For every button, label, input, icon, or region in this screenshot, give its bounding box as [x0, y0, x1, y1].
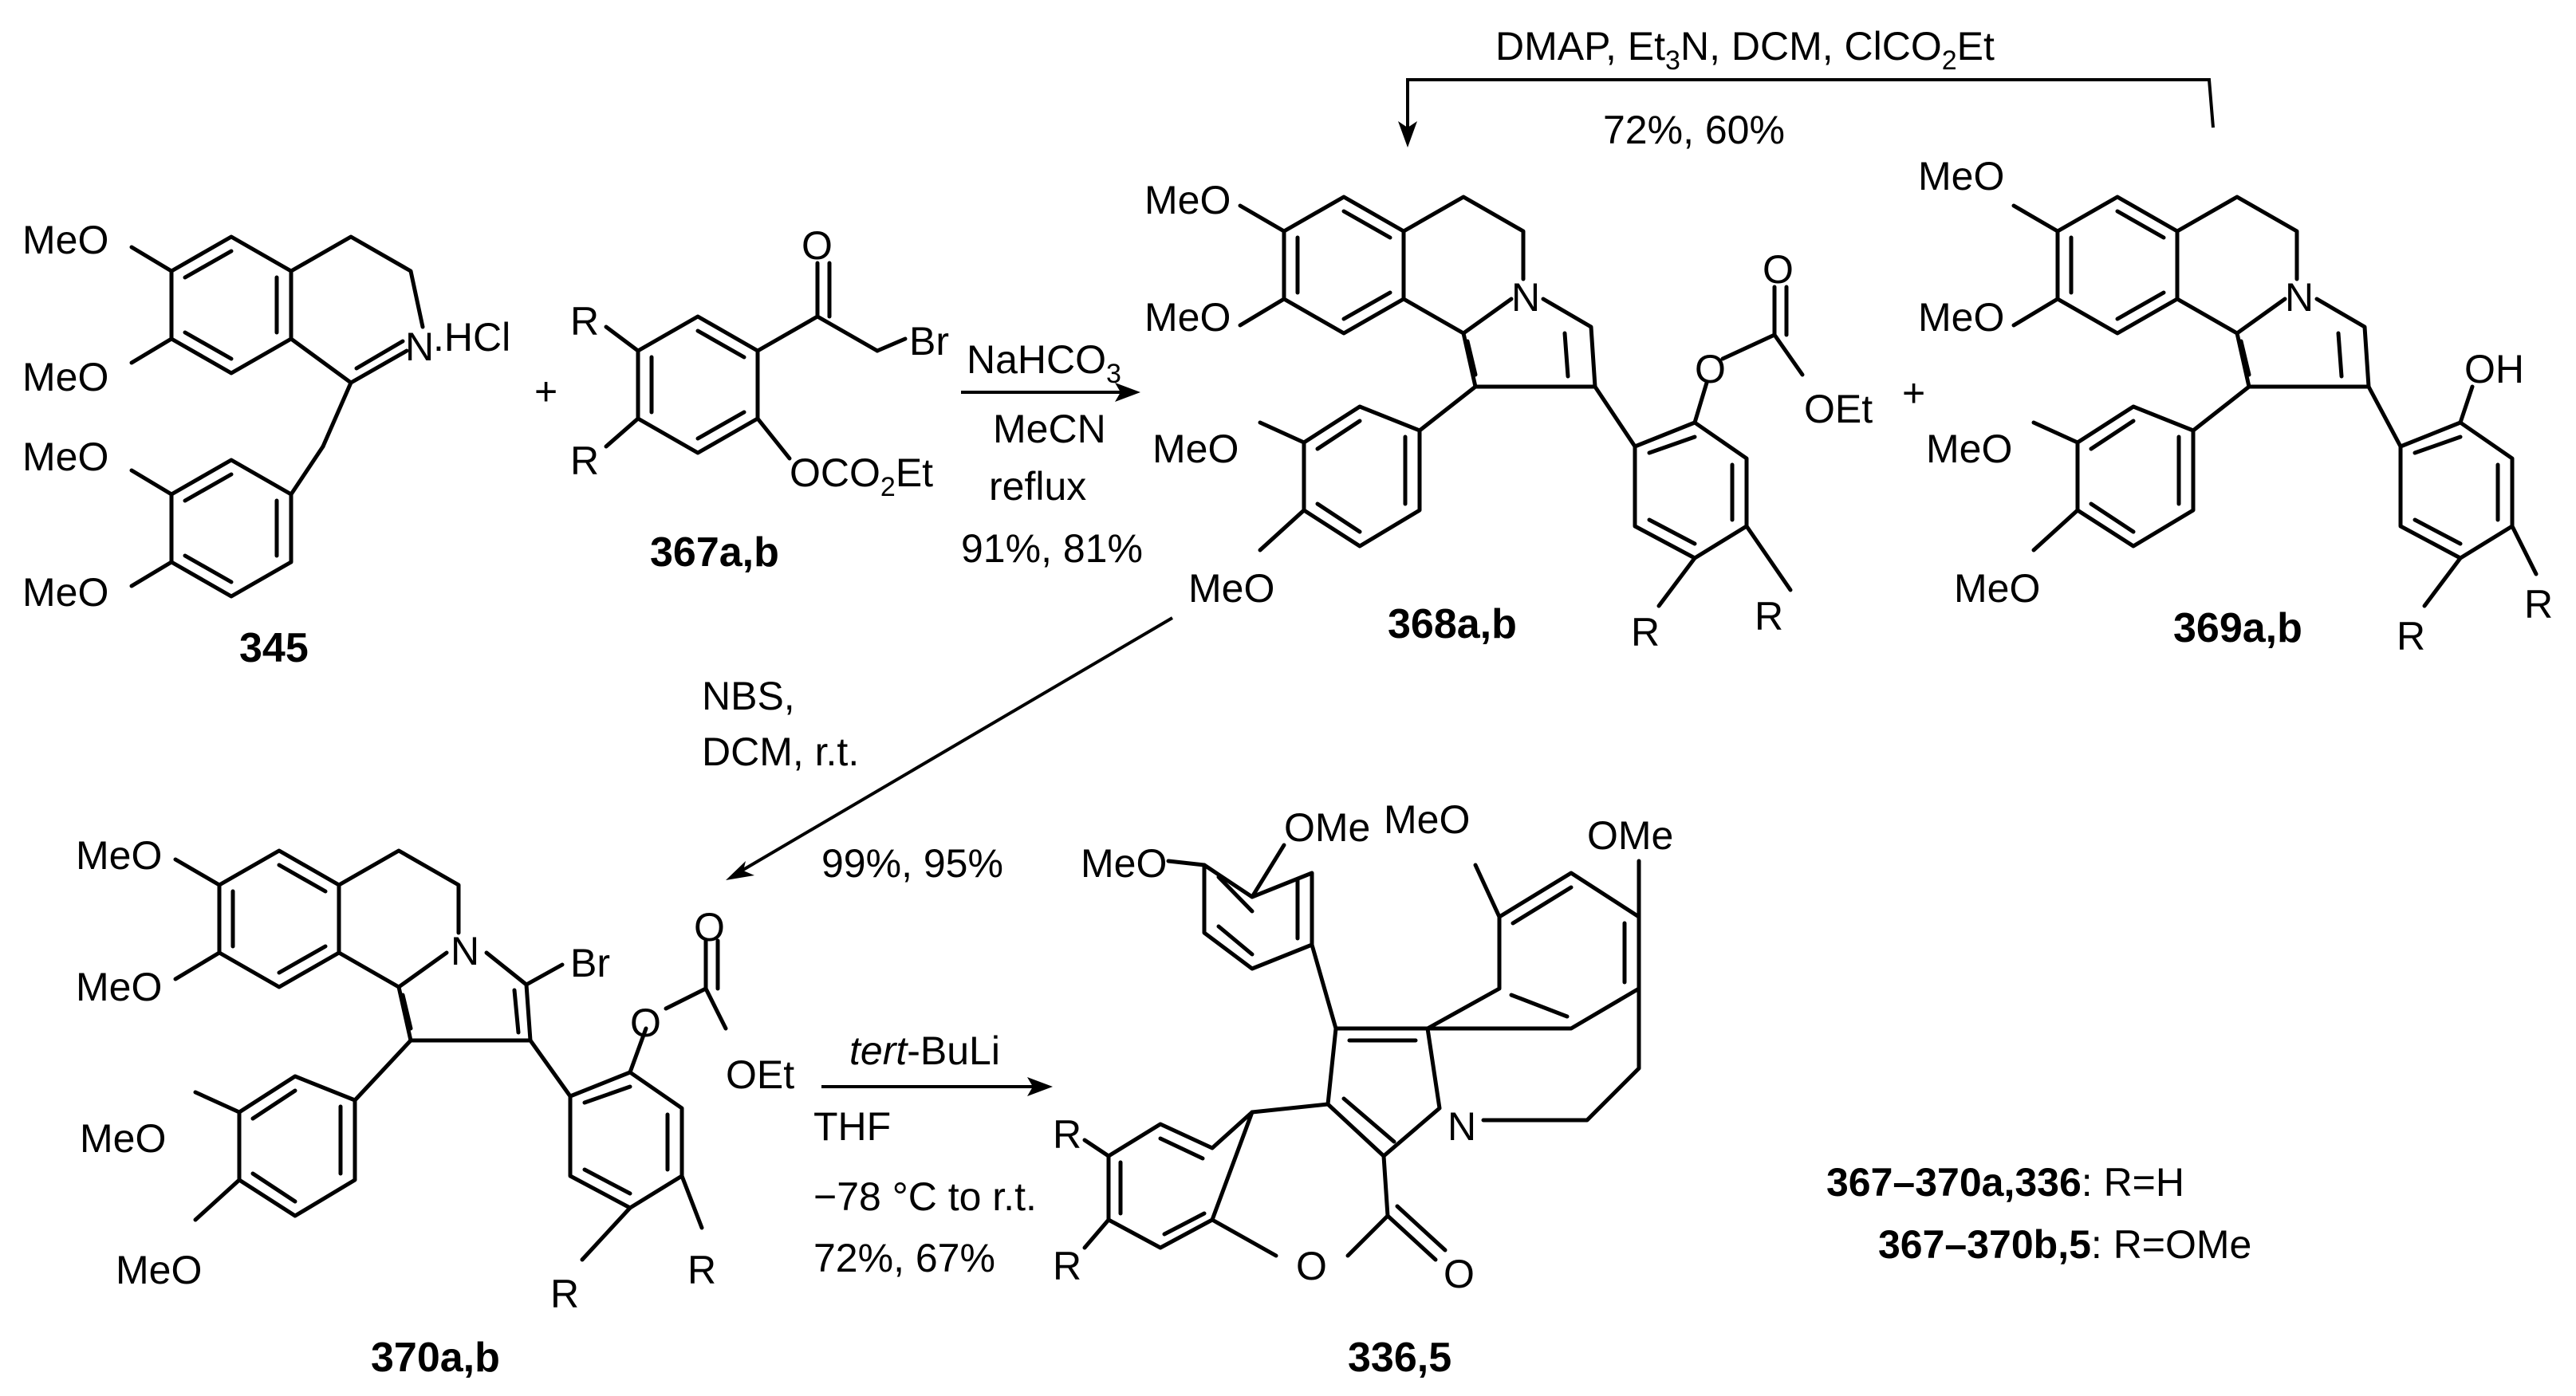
carbonyl-oxygen: O [1763, 247, 1794, 292]
nitrogen-label: N [405, 324, 434, 369]
hydroxyl-label: OH [2464, 347, 2524, 391]
meo-label: MeO [1081, 841, 1167, 886]
step4-reagent: tert-BuLi [849, 1028, 1000, 1073]
r-group: R [570, 438, 599, 483]
compound-345: MeO MeO MeO MeO N .HCl 345 [22, 218, 510, 671]
step2-reagents: DMAP, Et3N, DCM, ClCO2Et [1495, 24, 1995, 76]
meo-label: MeO [1918, 154, 2004, 199]
step3-reagent: NBS, [702, 674, 795, 718]
compound-label-367: 367a,b [650, 529, 779, 576]
compound-label-345: 345 [239, 625, 309, 671]
step1-temperature: reflux [989, 464, 1086, 509]
r-group: R [687, 1248, 716, 1292]
r-group: R [1053, 1244, 1081, 1288]
meo-label: MeO [22, 355, 108, 399]
legend-line-2: 367–370b,5: R=OMe [1878, 1222, 2251, 1267]
r-group: R [2524, 582, 2553, 627]
meo-label: MeO [1144, 295, 1231, 340]
legend-line-1: 367–370a,336: R=H [1826, 1160, 2184, 1205]
carbonyl-oxygen: O [802, 223, 833, 268]
step3-solvent: DCM, r.t. [702, 729, 859, 774]
compound-369: MeO MeO N OH MeO MeO R R 369a,b [1918, 154, 2553, 659]
meo-label: MeO [1926, 427, 2012, 471]
r-group: R [1631, 610, 1660, 655]
bromine-label: Br [570, 941, 610, 985]
nitrogen-label: N [1448, 1104, 1476, 1149]
r-group: R [550, 1272, 579, 1316]
step3-yield: 99%, 95% [821, 841, 1003, 886]
meo-label: MeO [1188, 566, 1274, 611]
r-group: R [570, 299, 599, 344]
r-group: R [1053, 1112, 1081, 1157]
plus-sign: + [534, 369, 557, 414]
step1-reagent: NaHCO3 [967, 337, 1121, 389]
meo-label: MeO [76, 965, 162, 1009]
oet-label: OEt [726, 1052, 794, 1097]
meo-label: MeO [22, 218, 108, 262]
step4-yield: 72%, 67% [813, 1236, 995, 1280]
meo-label: MeO [116, 1248, 202, 1292]
compound-368: MeO MeO N MeO MeO O O OEt + R R 368a,b [1144, 178, 1925, 655]
step1-solvent: MeCN [993, 407, 1106, 451]
step4-solvent: THF [813, 1104, 891, 1149]
compound-367: R R O Br OCO2Et 367a,b [570, 223, 949, 576]
ester-oxygen: O [630, 1001, 661, 1045]
substituent-legend: 367–370a,336: R=H 367–370b,5: R=OMe [1826, 1160, 2251, 1267]
meo-label: MeO [1918, 295, 2004, 340]
step2-yield: 72%, 60% [1603, 108, 1785, 152]
oco2et-label: OCO2Et [790, 450, 933, 502]
step4-temperature: −78 °C to r.t. [813, 1174, 1037, 1219]
r-group: R [1755, 594, 1783, 639]
nitrogen-label: N [2285, 275, 2314, 320]
ome-label: OMe [1284, 805, 1370, 850]
step3-arrow: NBS, DCM, r.t. 99%, 95% [702, 616, 1174, 886]
meo-label: MeO [76, 833, 162, 878]
compound-336: OMe MeO MeO OMe N R R O O 336,5 [1053, 797, 1673, 1381]
meo-label: MeO [22, 435, 108, 479]
hcl-label: .HCl [433, 315, 510, 360]
oet-label: OEt [1804, 387, 1873, 431]
plus-sign: + [1902, 371, 1925, 415]
meo-label: MeO [1144, 178, 1231, 222]
meo-label: MeO [22, 570, 108, 615]
bromine-label: Br [909, 319, 949, 364]
meo-label: MeO [1954, 566, 2040, 611]
nitrogen-label: N [451, 929, 479, 973]
r-group: R [2397, 614, 2425, 659]
nitrogen-label: N [1511, 275, 1540, 320]
step1-yield: 91%, 81% [961, 526, 1143, 571]
compound-label-336: 336,5 [1348, 1335, 1451, 1381]
compound-label-369: 369a,b [2173, 605, 2302, 651]
step2-arrow: DMAP, Et3N, DCM, ClCO2Et 72%, 60% [1398, 24, 2215, 152]
carbonyl-oxygen: O [694, 905, 725, 950]
ester-oxygen: O [1695, 347, 1726, 391]
meo-label: MeO [1384, 797, 1470, 842]
ring-oxygen: O [1296, 1244, 1327, 1288]
ome-label: OMe [1587, 813, 1673, 858]
step1-arrow: NaHCO3 MeCN reflux 91%, 81% [961, 337, 1143, 571]
meo-label: MeO [80, 1116, 166, 1161]
carbonyl-oxygen: O [1444, 1252, 1475, 1296]
step4-arrow: tert-BuLi THF −78 °C to r.t. 72%, 67% [813, 1028, 1053, 1280]
compound-label-370: 370a,b [371, 1335, 500, 1381]
compound-370: MeO MeO N Br O O OEt MeO MeO R R 370a,b [76, 833, 794, 1381]
compound-label-368: 368a,b [1388, 601, 1517, 647]
meo-label: MeO [1152, 427, 1239, 471]
